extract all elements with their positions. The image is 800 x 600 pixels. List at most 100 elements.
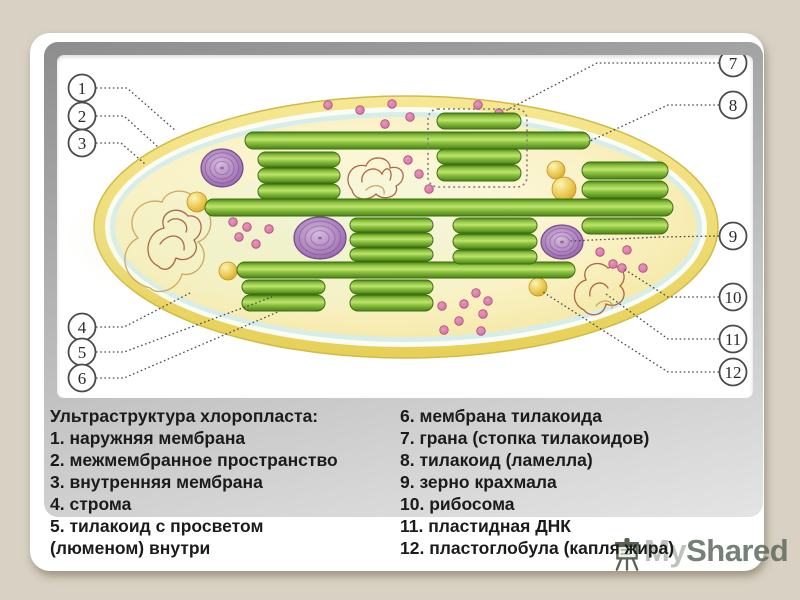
- callout-number-2: 2: [78, 107, 87, 126]
- callout-number-1: 1: [78, 79, 87, 98]
- ribosome-dot: [380, 119, 390, 129]
- ribosome-dot: [264, 224, 274, 234]
- ribosome-dot: [405, 112, 415, 122]
- legend-item: 10. рибосома: [400, 494, 515, 514]
- thylakoid-rod: [349, 247, 434, 262]
- callout-leader-line: [96, 115, 159, 148]
- plastid-dna-tangle: [365, 184, 385, 195]
- thylakoid-rod: [581, 180, 669, 199]
- thylakoid-rod: [581, 217, 669, 235]
- ribosome-dot: [323, 100, 333, 110]
- starch-grain-ring: [310, 230, 330, 246]
- ribosome-dot: [608, 259, 618, 269]
- starch-grain-core: [220, 166, 224, 170]
- projector-screen-icon: [615, 538, 639, 571]
- legend-item: 2. межмембранное пространство: [50, 450, 338, 470]
- thylakoid-rod: [349, 279, 434, 295]
- starch-grain-ring: [554, 235, 570, 249]
- callout-circle-11: [718, 324, 748, 354]
- callout-number-6: 6: [78, 369, 87, 388]
- thylakoid-rod: [241, 294, 326, 312]
- thylakoid-rod: [452, 249, 538, 265]
- legend-item: 6. мембрана тилакоида: [400, 406, 603, 426]
- ribosome-dot: [355, 105, 365, 115]
- callout-circle-6: [67, 363, 97, 393]
- callout-number-4: 4: [78, 318, 87, 337]
- ribosome-dot: [478, 309, 488, 319]
- callout-number-7: 7: [729, 55, 738, 73]
- callout-circle-9: [718, 221, 748, 251]
- callout-number-3: 3: [78, 134, 87, 153]
- callout-leader-line: [96, 292, 191, 328]
- ribosome-dot: [638, 263, 648, 273]
- starch-grain-core: [560, 240, 564, 244]
- plastoglobule-ball: [551, 176, 577, 202]
- myshared-watermark: MyShared: [612, 533, 789, 572]
- ribosome-dot: [242, 222, 252, 232]
- ribosome-dot: [437, 301, 447, 311]
- starch-grain-ring: [298, 220, 342, 256]
- thylakoid-rod: [436, 112, 522, 130]
- thylakoid-rod: [204, 198, 674, 217]
- thylakoid-rod: [349, 294, 434, 312]
- legend-item: 5. тилакоид с просветом: [50, 516, 264, 536]
- callout-leader-line: [96, 310, 281, 379]
- ribosome-dot: [387, 99, 397, 109]
- thylakoid-rod: [241, 279, 326, 295]
- starch-grain-ring: [304, 225, 336, 251]
- ribosome-dot: [617, 263, 627, 273]
- ribosome-dot: [595, 247, 605, 257]
- plastid-dna-tangle: [347, 157, 404, 200]
- callout-circle-3: [67, 128, 97, 158]
- legend-item: 4. строма: [50, 494, 132, 514]
- starch-grain-core: [318, 236, 322, 240]
- callout-number-8: 8: [729, 96, 738, 115]
- callout-leader-line: [96, 87, 177, 132]
- legend-title: Ультраструктура хлоропласта:: [50, 406, 319, 426]
- callout-circle-10: [718, 282, 748, 312]
- thylakoid-rod: [244, 131, 591, 150]
- thylakoid-rod: [236, 261, 576, 279]
- callout-leader-line: [587, 104, 719, 143]
- callout-leader-line: [623, 268, 719, 298]
- callout-leader-line: [605, 293, 719, 340]
- plastid-dna-tangle: [147, 209, 202, 270]
- starch-grain-ring: [549, 231, 575, 253]
- thylakoid-rod: [257, 167, 341, 184]
- legend-item: 12. пластоглобула (капля жира): [400, 538, 675, 558]
- callout-leader-line: [96, 142, 146, 165]
- legend-item: 1. наружняя мембрана: [50, 428, 246, 448]
- callout-number-5: 5: [78, 343, 87, 362]
- thylakoid-rod: [349, 217, 434, 233]
- plastoglobule-ball: [218, 261, 238, 281]
- callout-number-12: 12: [725, 363, 742, 382]
- ribosome-dot: [476, 326, 486, 336]
- thylakoid-rod: [436, 148, 522, 165]
- thylakoid-rod: [349, 232, 434, 248]
- ribosome-dot: [424, 184, 434, 194]
- granum-dashed-outline: [427, 108, 528, 188]
- ribosome-dot: [473, 100, 483, 110]
- callout-circle-1: [67, 73, 97, 103]
- legend-item: 3. внутренняя мембрана: [50, 472, 263, 492]
- watermark-text-shared: Shared: [686, 533, 789, 568]
- ribosome-dot: [403, 155, 413, 165]
- watermark-text-my: My: [644, 533, 687, 568]
- callout-number-10: 10: [725, 288, 742, 307]
- ribosome-dot: [234, 232, 244, 242]
- plastoglobule-ball: [186, 191, 208, 213]
- ribosome-dot: [471, 288, 481, 298]
- ribosome-dot: [228, 217, 238, 227]
- callout-circle-12: [718, 357, 748, 387]
- legend-item: (люменом) внутри: [50, 538, 211, 558]
- legend-item: 11. пластидная ДНК: [400, 516, 571, 536]
- callout-leader-line: [542, 291, 719, 373]
- ribosome-dot: [622, 245, 632, 255]
- thylakoid-rod: [257, 183, 341, 200]
- callout-leader-line: [96, 296, 273, 353]
